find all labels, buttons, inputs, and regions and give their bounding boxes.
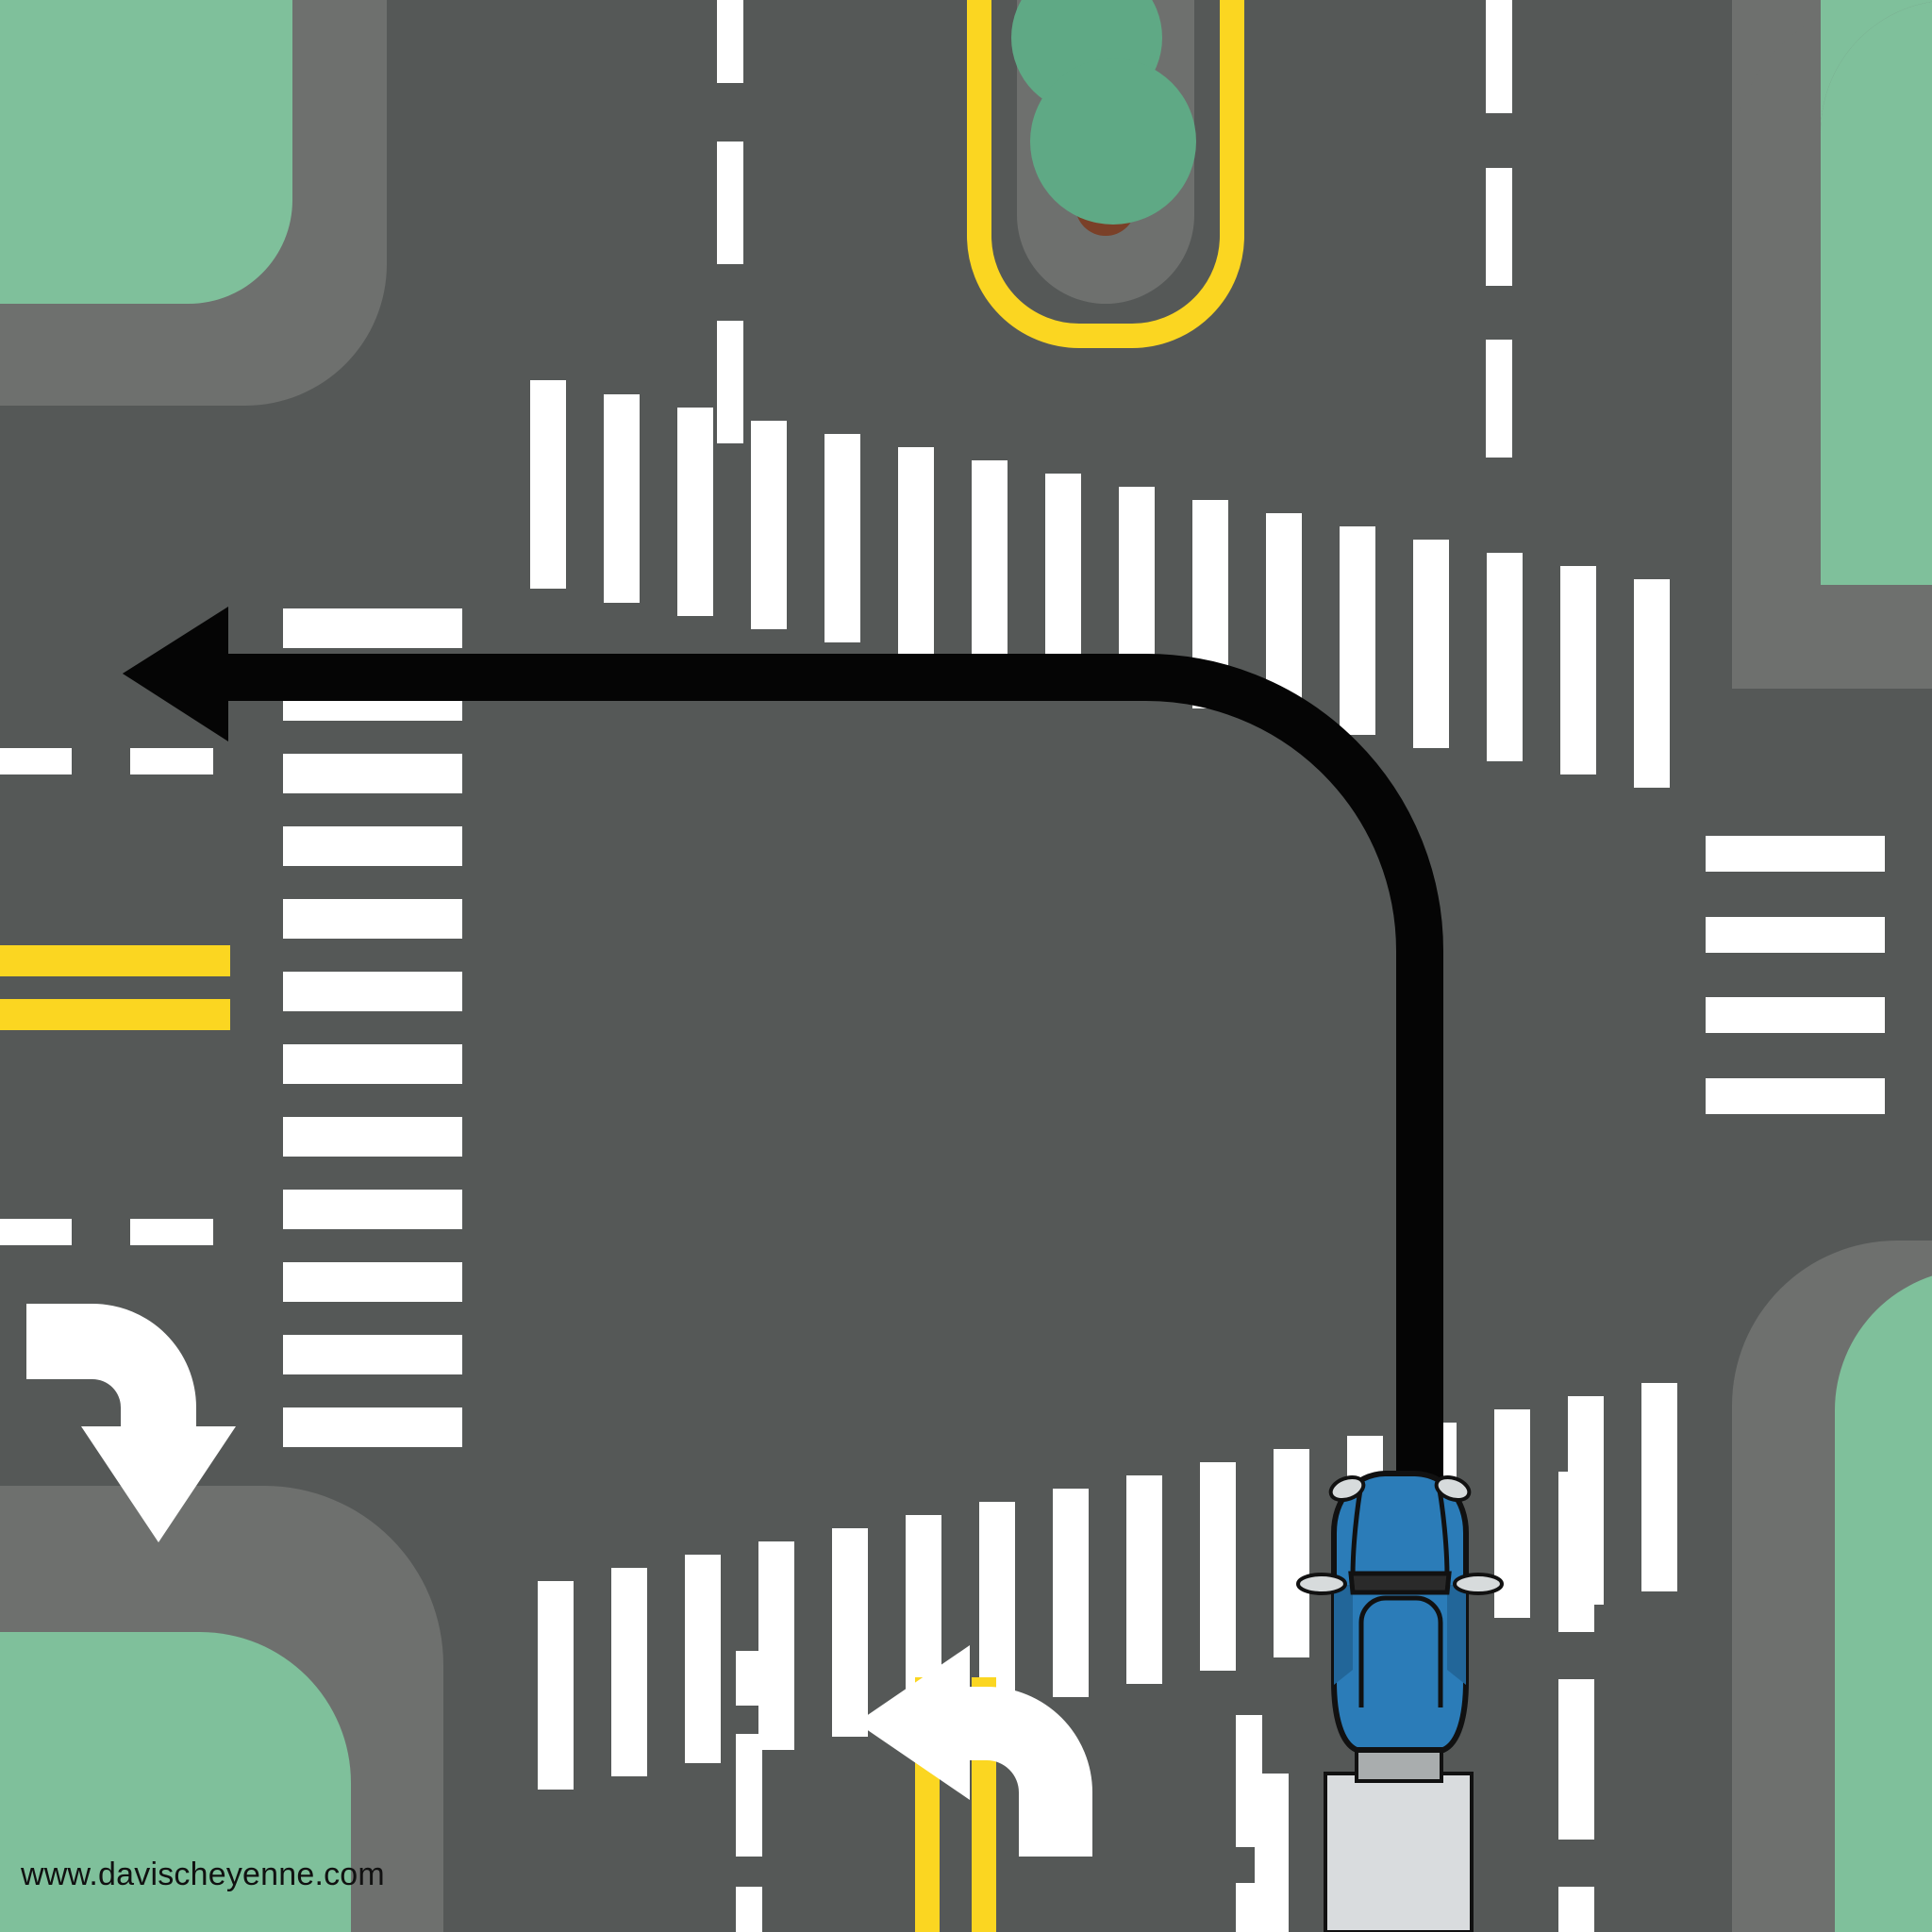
watermark-text: www.davischeyenne.com (21, 1857, 385, 1892)
southwest-grass-block (0, 1632, 351, 1932)
truck-body (1331, 1471, 1469, 1753)
truck-headlight-left (1328, 1474, 1366, 1503)
east-road-dashes (1558, 1472, 1594, 1932)
northwest-grass-block (0, 0, 292, 304)
northeast-grass-visible (1821, 0, 1932, 585)
truck-mirror-left (1296, 1573, 1347, 1595)
blue-pickup-truck (1296, 1471, 1504, 1932)
north-lane-dashes (717, 0, 1512, 458)
truck-cab-roof (1358, 1595, 1443, 1707)
west-lane-dashes-lower (0, 1219, 213, 1245)
truck-body-shading-right (1447, 1585, 1466, 1685)
truck-mirror-right (1453, 1573, 1504, 1595)
west-crosswalk (283, 608, 462, 1447)
south-approach-stop-bar (1255, 1774, 1289, 1932)
truck-windshield (1348, 1571, 1452, 1595)
path-arrow-head-large (123, 607, 228, 741)
east-crosswalk (1706, 836, 1885, 1114)
island-trees (1011, 0, 1196, 236)
tree-lower-canopy (1030, 58, 1196, 225)
south-road-markings (736, 1645, 1262, 1932)
south-left-turn-pavement-arrow (857, 1645, 1092, 1857)
south-lane-dashes-right (1236, 1715, 1262, 1932)
west-lane-dashes-upper (0, 748, 213, 774)
south-lane-dashes-left (736, 1651, 762, 1932)
truck-headlight-right (1434, 1474, 1472, 1503)
west-road-markings (0, 748, 236, 1542)
truck-trailer (1324, 1772, 1474, 1932)
southeast-grass-block (1835, 1269, 1932, 1932)
path-arrow-shaft (222, 654, 1443, 1500)
west-center-line (0, 945, 230, 1030)
island-curb-yellow (967, 0, 1244, 348)
truck-body-shading-left (1334, 1585, 1353, 1685)
north-median-island (967, 0, 1244, 348)
west-right-turn-pavement-arrow (26, 1304, 236, 1542)
vehicle-path-arrow (123, 607, 1443, 1500)
